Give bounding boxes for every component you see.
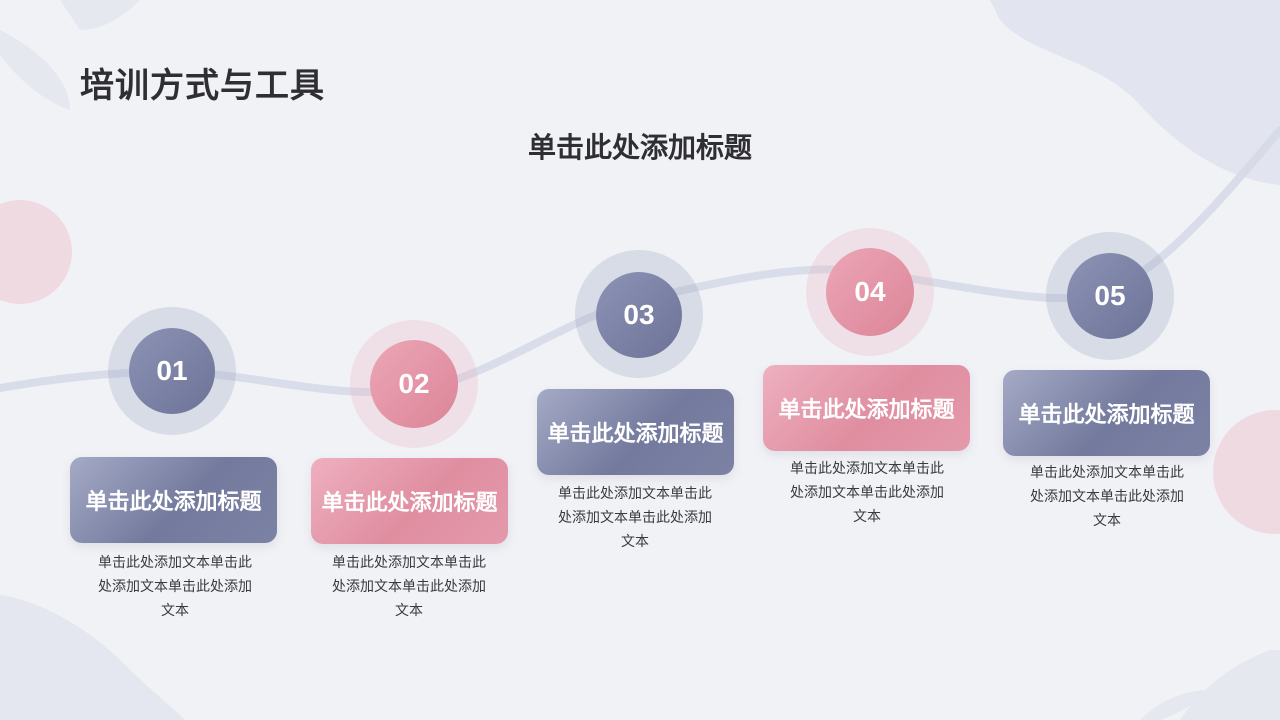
step-03-number-badge: 03 xyxy=(596,272,682,358)
step-01-number-badge: 01 xyxy=(129,328,215,414)
step-05-title-card[interactable]: 单击此处添加标题 xyxy=(1003,370,1210,456)
step-01-title-card[interactable]: 单击此处添加标题 xyxy=(70,457,277,543)
section-subtitle: 单击此处添加标题 xyxy=(0,126,1280,166)
step-04-description: 单击此处添加文本单击此 处添加文本单击此处添加 文本 xyxy=(762,457,972,529)
step-03-title-card[interactable]: 单击此处添加标题 xyxy=(537,389,734,475)
step-05-number-badge: 05 xyxy=(1067,253,1153,339)
step-02-title-card[interactable]: 单击此处添加标题 xyxy=(311,458,508,544)
step-05-description: 单击此处添加文本单击此 处添加文本单击此处添加 文本 xyxy=(1002,461,1212,533)
step-03-description: 单击此处添加文本单击此 处添加文本单击此处添加 文本 xyxy=(530,482,740,554)
step-04-title-card[interactable]: 单击此处添加标题 xyxy=(763,365,970,451)
page-title: 培训方式与工具 xyxy=(80,58,325,107)
step-01-description: 单击此处添加文本单击此 处添加文本单击此处添加 文本 xyxy=(70,551,280,623)
step-04-number-badge: 04 xyxy=(826,248,914,336)
step-02-description: 单击此处添加文本单击此 处添加文本单击此处添加 文本 xyxy=(304,551,514,623)
step-02-number-badge: 02 xyxy=(370,340,458,428)
